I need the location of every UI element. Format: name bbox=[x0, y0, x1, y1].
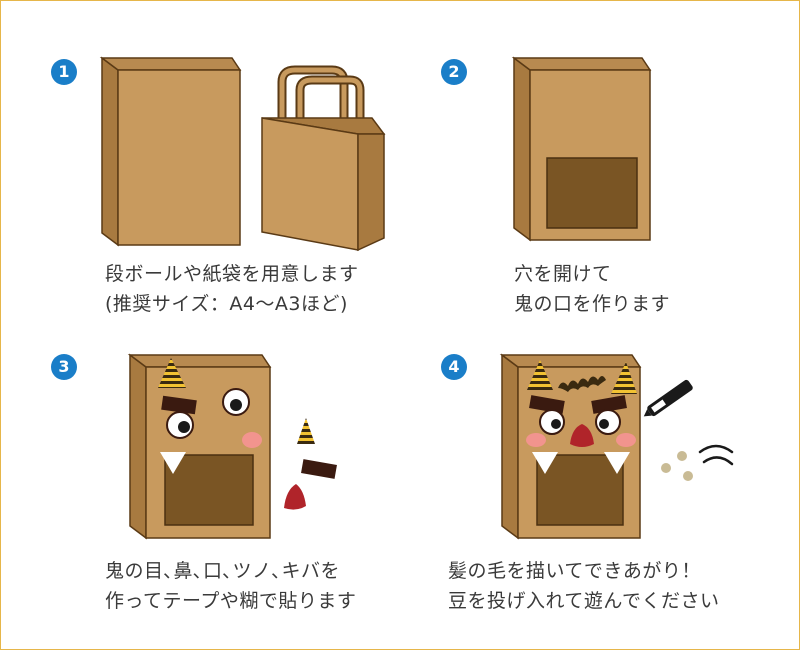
step-4-line-1: 髪の毛を描いてできあがり！ bbox=[448, 560, 701, 582]
beans-icon bbox=[661, 451, 693, 481]
paper-bag-icon bbox=[261, 65, 386, 252]
step-3-caption: 鬼の目､鼻､口､ツノ､キバを 作ってテープや糊で貼ります bbox=[105, 556, 356, 616]
step-1-caption: 段ボールや紙袋を用意します (推奨サイズ：A4〜A3ほど) bbox=[105, 259, 359, 319]
step-2-line-1: 穴を開けて bbox=[514, 263, 612, 285]
marker-icon bbox=[643, 379, 693, 417]
oni-box-complete-icon bbox=[499, 353, 642, 540]
oni-box-partial-icon bbox=[127, 353, 337, 540]
step-4-line-2: 豆を投げ入れて遊んでください bbox=[448, 590, 720, 612]
step-1-badge: 1 bbox=[51, 59, 77, 85]
box-with-hole-icon bbox=[511, 56, 652, 242]
step-4-badge: 4 bbox=[441, 354, 467, 380]
step-3-line-1: 鬼の目､鼻､口､ツノ､キバを bbox=[105, 560, 341, 582]
step-1-line-1: 段ボールや紙袋を用意します bbox=[105, 263, 359, 285]
step-3-badge: 3 bbox=[51, 354, 77, 380]
step-3-line-2: 作ってテープや糊で貼ります bbox=[105, 590, 357, 612]
step-2-caption: 穴を開けて 鬼の口を作ります bbox=[514, 259, 670, 319]
step-4-caption: 髪の毛を描いてできあがり！ 豆を投げ入れて遊んでください bbox=[448, 556, 719, 616]
motion-lines-icon bbox=[698, 444, 734, 466]
step-2-badge: 2 bbox=[441, 59, 467, 85]
step-2-line-2: 鬼の口を作ります bbox=[514, 293, 671, 315]
box-icon bbox=[99, 56, 242, 247]
step-1-line-2: (推奨サイズ：A4〜A3ほど) bbox=[105, 293, 348, 315]
